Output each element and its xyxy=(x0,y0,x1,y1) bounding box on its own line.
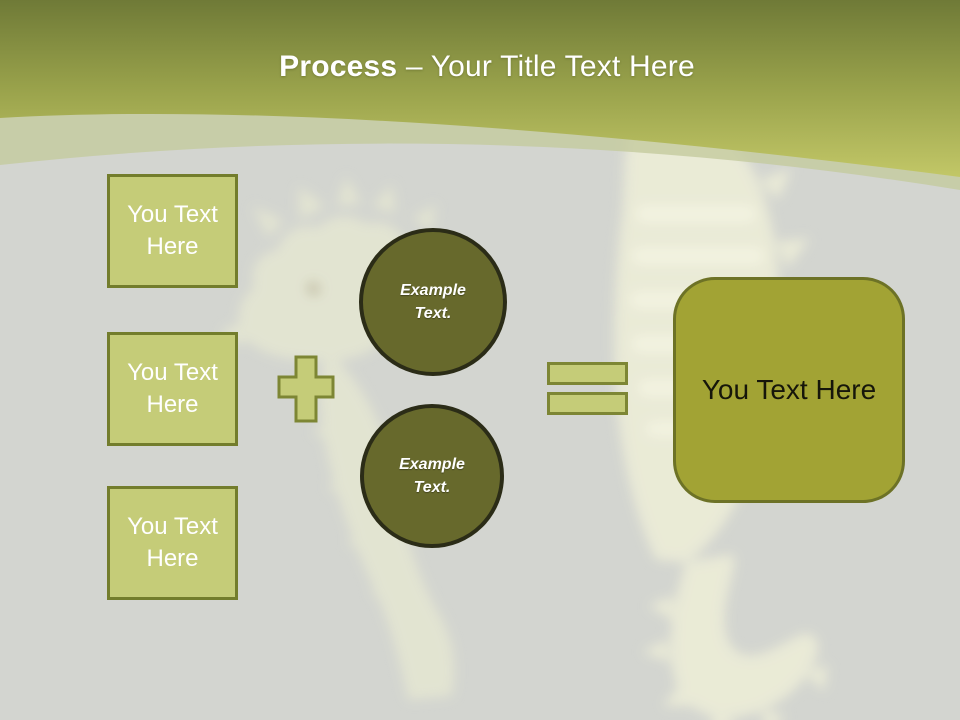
plus-icon xyxy=(276,354,336,429)
equals-icon xyxy=(547,362,628,415)
example-circle-2[interactable]: Example Text. xyxy=(360,404,504,548)
text-box-2[interactable]: You Text Here xyxy=(107,332,238,446)
example-circle-2-label: Example Text. xyxy=(399,456,465,496)
example-circle-1-label: Example Text. xyxy=(400,282,466,322)
slide-title[interactable]: Process – Your Title Text Here xyxy=(0,50,960,84)
equals-bar-top xyxy=(547,362,628,385)
slide-title-emphasis: Process xyxy=(279,50,398,83)
text-box-1-label: You Text Here xyxy=(127,201,218,260)
text-box-3[interactable]: You Text Here xyxy=(107,486,238,600)
equals-bar-bottom xyxy=(547,392,628,415)
text-box-2-label: You Text Here xyxy=(127,359,218,418)
result-box-label: You Text Here xyxy=(701,374,877,405)
slide-title-rest: – Your Title Text Here xyxy=(397,50,695,83)
result-box[interactable]: You Text Here xyxy=(673,277,905,503)
header-band xyxy=(0,0,960,190)
example-circle-1[interactable]: Example Text. xyxy=(359,228,507,376)
text-box-1[interactable]: You Text Here xyxy=(107,174,238,288)
text-box-3-label: You Text Here xyxy=(127,513,218,572)
header-olive-arc xyxy=(0,0,960,177)
